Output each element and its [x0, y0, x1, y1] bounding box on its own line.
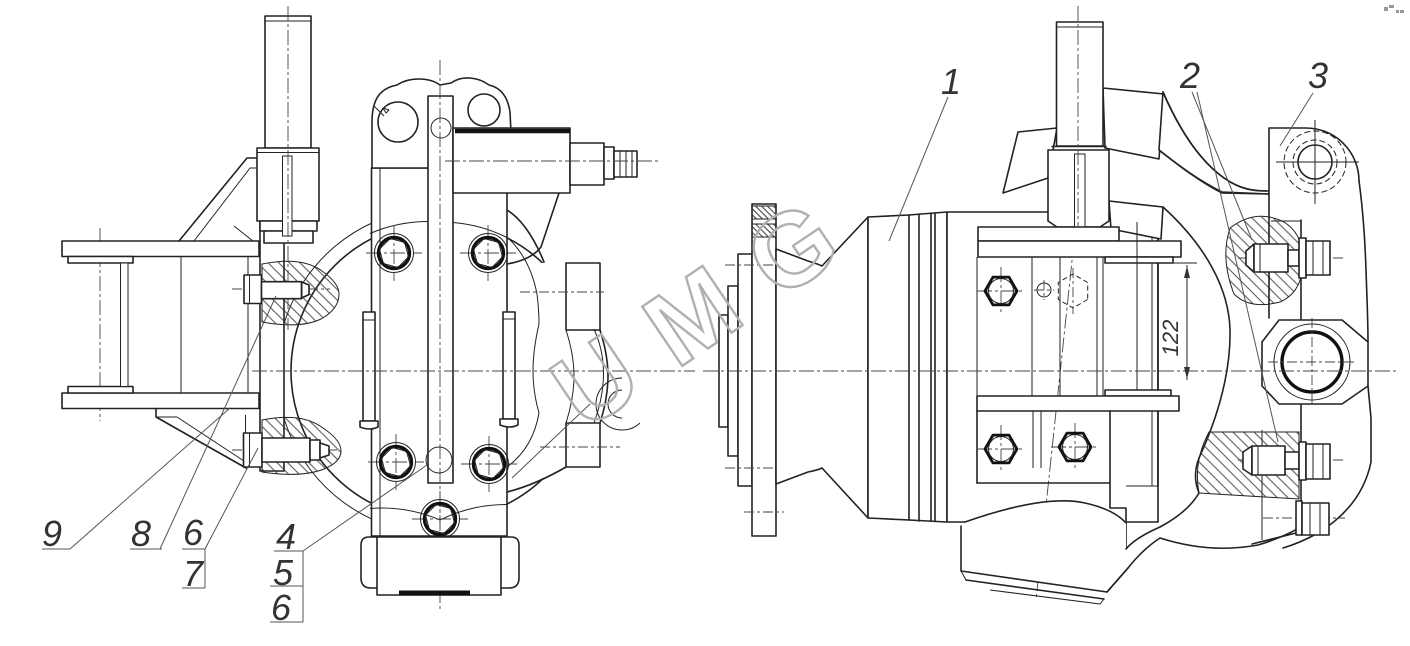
svg-text:7: 7 [183, 553, 205, 594]
svg-text:122: 122 [1158, 320, 1183, 357]
svg-text:3: 3 [1308, 55, 1328, 96]
svg-text:8: 8 [131, 513, 151, 554]
svg-text:9: 9 [42, 513, 62, 554]
svg-text:6: 6 [183, 512, 204, 553]
svg-text:4: 4 [276, 516, 296, 557]
svg-text:1: 1 [941, 61, 961, 102]
svg-text:2: 2 [1179, 55, 1200, 96]
svg-text:6: 6 [271, 587, 292, 628]
svg-text:5: 5 [273, 552, 294, 593]
